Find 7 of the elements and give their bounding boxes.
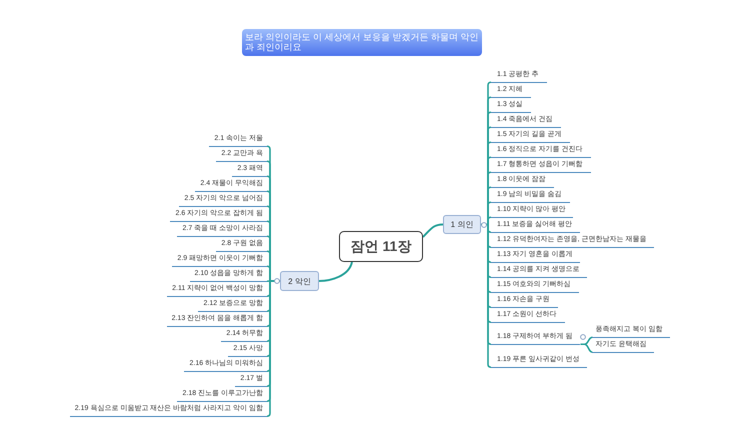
connector-line (318, 262, 353, 282)
connector-line (580, 343, 593, 354)
branch-topic-box: 1 의인 (443, 215, 481, 234)
branch-topic-box: 2 악인 (280, 271, 319, 291)
title-banner: 보라 의인이라도 이 세상에서 보응을 받겠거든 하물며 악인과 죄인이리요 (242, 29, 482, 56)
central-topic-box: 잠언 11장 (339, 231, 423, 262)
connector-line (422, 224, 444, 238)
